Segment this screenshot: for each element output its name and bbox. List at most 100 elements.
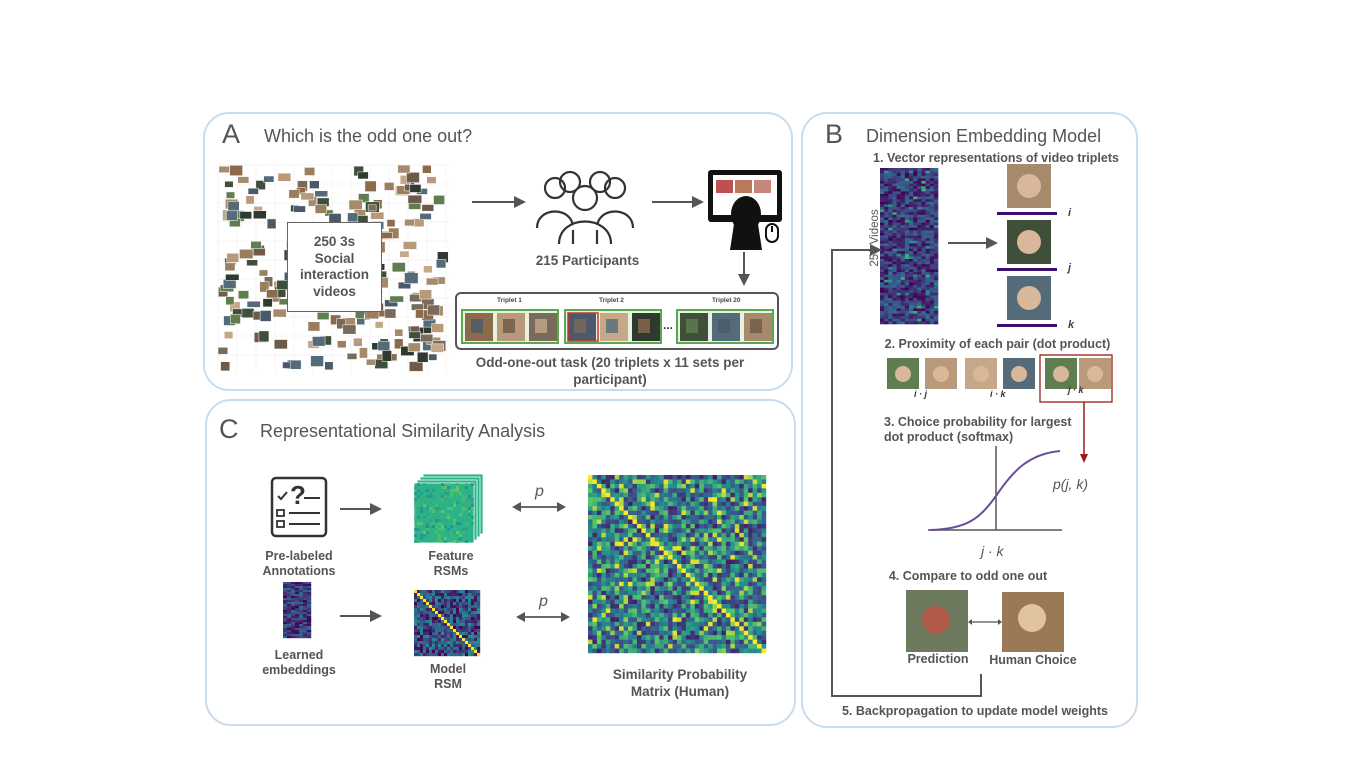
feature-rsm-cell	[471, 504, 474, 507]
model-rsm-cell	[432, 650, 436, 654]
feature-rsm-cell	[426, 531, 429, 534]
model-rsm-cell	[447, 617, 451, 621]
similarity-matrix-cell	[757, 475, 762, 480]
embedding-cell	[925, 272, 931, 275]
similarity-matrix-cell	[752, 617, 758, 623]
learned-embedding-cell	[295, 630, 300, 633]
similarity-matrix-cell	[721, 621, 727, 627]
collage-thumbnail	[225, 273, 240, 281]
embedding-cell	[917, 240, 922, 244]
embedding-cell	[933, 227, 939, 231]
embedding-cell	[880, 251, 885, 255]
similarity-matrix-cell	[681, 626, 687, 631]
similarity-matrix-cell	[663, 537, 669, 542]
similarity-matrix-cell	[659, 559, 664, 565]
similarity-matrix-cell	[694, 483, 700, 489]
similarity-matrix-cell	[681, 586, 687, 591]
similarity-matrix-cell	[605, 479, 611, 485]
embedding-cell	[884, 248, 889, 252]
similarity-matrix-cell	[734, 528, 740, 534]
similarity-matrix-cell	[694, 595, 700, 600]
panel-b	[801, 112, 1138, 728]
learned-embedding-cell	[291, 630, 296, 633]
similarity-matrix-cell	[592, 515, 598, 520]
model-rsm-cell	[435, 590, 439, 594]
embedding-cell	[892, 222, 897, 226]
embedding-cell	[904, 308, 910, 312]
learned-embedding-cell	[291, 586, 296, 589]
collage-thumbnail	[307, 321, 321, 332]
learned-embedding-cell	[307, 598, 312, 601]
embedding-cell	[896, 248, 902, 252]
feature-rsm-cell	[435, 516, 438, 519]
feature-rsm-cell	[450, 489, 453, 492]
embedding-cell	[933, 196, 939, 200]
embedding-cell	[884, 222, 889, 226]
similarity-matrix-cell	[677, 648, 682, 654]
collage-thumbnail	[266, 218, 277, 229]
similarity-matrix-cell	[725, 590, 731, 596]
similarity-matrix-cell	[730, 559, 736, 565]
similarity-matrix-cell	[739, 595, 744, 600]
similarity-matrix-cell	[654, 586, 660, 591]
similarity-matrix-cell	[757, 644, 762, 649]
feature-rsm-cell	[444, 519, 447, 522]
similarity-matrix-cell	[752, 528, 758, 534]
p-symbol-top: p	[535, 483, 544, 500]
similarity-matrix-cell	[743, 519, 749, 525]
collage-thumbnail	[229, 165, 243, 176]
embedding-cell	[909, 316, 914, 320]
learned-embedding-cell	[291, 626, 296, 629]
model-rsm-cell	[447, 632, 451, 636]
similarity-matrix-cell	[717, 581, 722, 587]
feature-rsm-cell	[426, 489, 429, 492]
feature-rsm-cell	[435, 510, 438, 513]
model-rsm-cell	[459, 629, 463, 633]
model-rsm-cell	[474, 635, 478, 639]
similarity-matrix-cell	[761, 586, 767, 591]
model-rsm-cell	[450, 614, 454, 618]
similarity-matrix-cell	[628, 537, 633, 542]
similarity-matrix-cell	[588, 483, 593, 489]
similarity-matrix-cell	[628, 550, 633, 556]
similarity-matrix-cell	[757, 519, 762, 525]
similarity-matrix-cell	[681, 577, 687, 582]
model-rsm-cell	[477, 614, 481, 618]
similarity-matrix-cell	[592, 550, 598, 556]
embedding-cell	[921, 178, 926, 182]
similarity-matrix-cell	[623, 523, 629, 529]
model-rsm-cell	[462, 596, 466, 600]
similarity-matrix-cell	[619, 546, 624, 551]
embedding-cell	[884, 175, 889, 179]
similarity-matrix-cell	[636, 479, 642, 485]
embedding-cell	[933, 277, 939, 281]
similarity-matrix-cell	[739, 546, 744, 551]
feature-rsm-cell	[426, 522, 429, 525]
model-rsm-cell	[453, 614, 457, 618]
feature-rsm-cell	[420, 492, 423, 495]
similarity-matrix-cell	[708, 523, 713, 529]
similarity-matrix-cell	[614, 479, 620, 485]
model-rsm-cell	[477, 593, 481, 597]
similarity-matrix-cell	[703, 586, 709, 591]
similarity-matrix-cell	[596, 488, 602, 493]
similarity-matrix-cell	[659, 621, 664, 627]
learned-embedding-cell	[303, 612, 308, 615]
embedding-cell	[888, 259, 893, 262]
similarity-matrix-cell	[730, 519, 736, 525]
embedding-cell	[921, 191, 926, 195]
video-box-line-3: interaction	[299, 267, 369, 282]
embedding-cell	[880, 313, 885, 317]
similarity-matrix-cell	[619, 635, 624, 640]
video-count-box: 250 3s Social interaction videos	[287, 222, 382, 312]
similarity-matrix-cell	[721, 608, 727, 614]
embedding-cell	[904, 298, 910, 301]
similarity-matrix-cell	[632, 635, 638, 640]
embedding-cell	[888, 186, 893, 190]
step-5-label: 5. Backpropagation to update model weigh…	[841, 704, 1108, 718]
embedding-cell	[917, 313, 922, 317]
curve-label: p(j, k)	[1053, 476, 1088, 492]
embedding-cell	[896, 227, 902, 231]
similarity-matrix-cell	[690, 501, 695, 507]
similarity-matrix-cell	[734, 626, 740, 631]
